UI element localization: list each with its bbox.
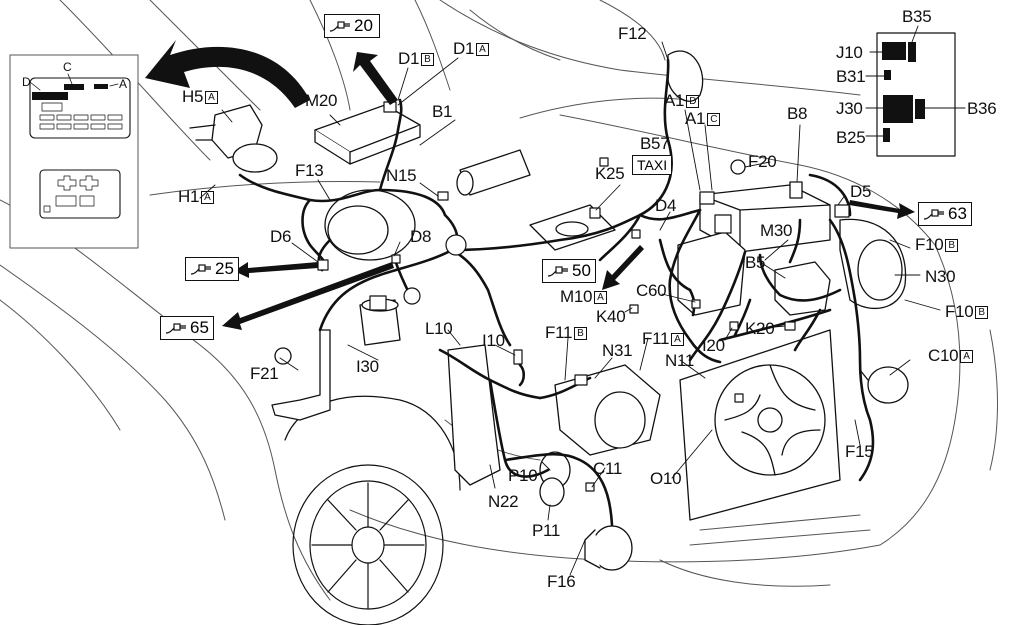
label-n22: N22 <box>488 492 519 511</box>
label-d5: D5 <box>850 182 872 201</box>
label-f15: F15 <box>845 442 874 461</box>
label-d6: D6 <box>270 227 292 246</box>
fuse-inset-panel <box>9 54 139 249</box>
label-f13: F13 <box>295 161 324 180</box>
ref-box-65[interactable]: 65 <box>160 316 214 340</box>
label-i10: I10 <box>482 331 505 350</box>
label-k20: K20 <box>745 319 775 338</box>
label-o10: O10 <box>650 469 682 488</box>
label-c60: C60 <box>636 281 667 300</box>
inset-label-c: C <box>63 60 72 74</box>
leader-lines <box>199 41 941 576</box>
label-n30: N30 <box>925 267 956 286</box>
connector-plug-icon <box>923 209 944 220</box>
relay-label-b36: B36 <box>967 99 997 118</box>
label-i30: I30 <box>356 357 379 376</box>
direction-arrows <box>145 40 915 330</box>
label-b1: B1 <box>432 102 453 121</box>
inset-label-d: D <box>22 75 31 89</box>
connectors <box>317 101 850 492</box>
ref-box-63[interactable]: 63 <box>918 202 972 226</box>
components <box>189 50 909 571</box>
relay-label-b35: B35 <box>902 7 932 26</box>
label-n15: N15 <box>386 166 417 185</box>
ref-box-20[interactable]: 20 <box>324 14 380 38</box>
car-body-outline <box>0 0 998 601</box>
label-p11: P11 <box>532 521 561 540</box>
label-b8: B8 <box>787 104 808 123</box>
front-wheel <box>284 395 461 625</box>
label-b57: B57 <box>640 134 670 153</box>
connector-plug-icon <box>190 264 211 275</box>
label-n31: N31 <box>602 341 633 360</box>
connector-plug-icon <box>165 323 186 334</box>
label-f21: F21 <box>250 364 279 383</box>
label-d8: D8 <box>410 227 432 246</box>
label-f12: F12 <box>618 24 647 43</box>
label-d4: D4 <box>655 196 677 215</box>
label-f20: F20 <box>748 152 777 171</box>
label-m20: M20 <box>305 91 338 110</box>
label-k40: K40 <box>596 307 626 326</box>
connector-plug-icon <box>329 21 350 32</box>
connector-plug-icon <box>547 266 568 277</box>
ref-box-50[interactable]: 50 <box>542 259 596 283</box>
label-c11: C11 <box>593 459 623 478</box>
inset-label-a: A <box>119 77 127 91</box>
taxi-sign: TAXI <box>632 155 673 175</box>
relay-label-b31: B31 <box>836 67 866 86</box>
label-f16: F16 <box>547 572 576 591</box>
label-b5: B5 <box>745 253 766 272</box>
label-m30: M30 <box>760 221 793 240</box>
relay-label-b25: B25 <box>836 128 866 147</box>
label-l10: L10 <box>425 319 453 338</box>
label-k25: K25 <box>595 164 625 183</box>
relay-label-j10: J10 <box>836 43 863 62</box>
ref-box-25[interactable]: 25 <box>185 257 239 281</box>
label-i20: I20 <box>702 336 725 355</box>
label-p10: P10 <box>508 466 538 485</box>
relay-label-j30: J30 <box>836 99 863 118</box>
label-n11: N11 <box>665 351 695 370</box>
relay-inset-panel <box>865 25 966 157</box>
